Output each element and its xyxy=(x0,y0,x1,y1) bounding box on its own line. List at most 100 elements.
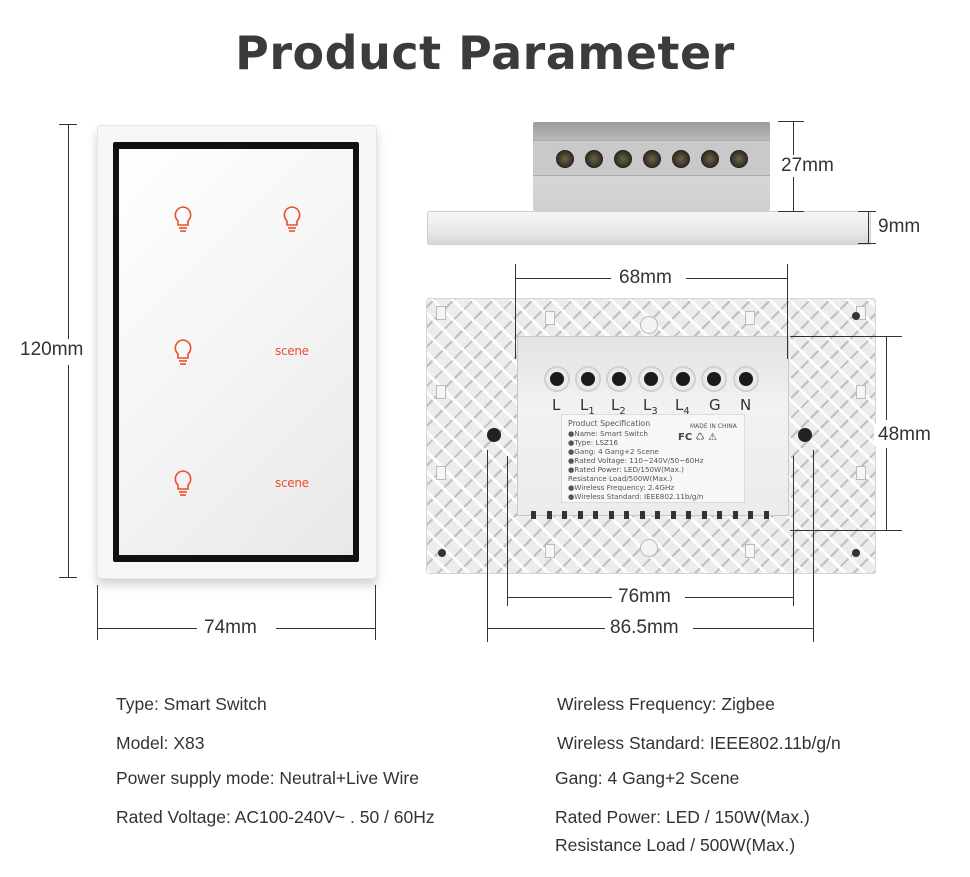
dim-line xyxy=(68,365,69,577)
dim-box-width-label: 68mm xyxy=(615,267,676,289)
vent-slot xyxy=(686,511,691,519)
dim-height-label: 120mm xyxy=(16,339,88,361)
dim-line xyxy=(886,448,887,530)
screw-icon xyxy=(672,150,690,168)
spec-gang: Gang: 4 Gang+2 Scene xyxy=(555,768,740,788)
terminal-screw-icon xyxy=(638,366,664,392)
dim-tick xyxy=(778,211,804,212)
vent-slot xyxy=(624,511,629,519)
terminal-screw-icon xyxy=(575,366,601,392)
sticker-line: ●Rated Power: LED/150W(Max.) xyxy=(568,465,684,474)
dim-box-height-label: 48mm xyxy=(874,424,935,446)
vent-slot xyxy=(701,511,707,519)
dim-tick xyxy=(813,450,814,642)
screw-icon xyxy=(701,150,719,168)
plate-hole xyxy=(438,549,446,557)
vent-slot xyxy=(531,511,536,519)
dim-line xyxy=(868,211,869,243)
vent-slot xyxy=(577,511,583,519)
vent-slot xyxy=(717,511,722,519)
dim-line xyxy=(686,278,787,279)
page-title: Product Parameter xyxy=(235,26,735,80)
terminal-label: L3 xyxy=(643,396,658,417)
terminal-label: G xyxy=(709,396,721,414)
sticker-line: Resistance Load/500W(Max.) xyxy=(568,474,673,483)
vent-slot xyxy=(655,511,660,519)
spec-sticker xyxy=(561,414,745,503)
switch-glass-panel xyxy=(119,149,353,555)
screw-icon xyxy=(585,150,603,168)
dim-line xyxy=(487,628,605,629)
dim-tick xyxy=(790,530,902,531)
terminal-label: N xyxy=(740,396,752,414)
screw-hole xyxy=(487,428,501,442)
mount-slot xyxy=(856,466,866,480)
dim-line xyxy=(693,628,813,629)
vent-slot xyxy=(608,511,614,519)
spec-wireless-frequency: Wireless Frequency: Zigbee xyxy=(557,694,775,714)
dim-tick xyxy=(507,456,508,606)
spec-resistance-load: Resistance Load / 500W(Max.) xyxy=(555,835,796,855)
screw-icon xyxy=(556,150,574,168)
dim-tick xyxy=(778,121,804,122)
vent-slot xyxy=(748,511,753,519)
screw-icon xyxy=(643,150,661,168)
spec-power-supply: Power supply mode: Neutral+Live Wire xyxy=(116,768,419,788)
plate-hole xyxy=(852,549,860,557)
bulb-icon xyxy=(174,206,192,232)
terminal-screw-icon xyxy=(670,366,696,392)
spec-rated-power: Rated Power: LED / 150W(Max.) xyxy=(555,807,810,827)
plate-hole xyxy=(852,312,860,320)
sticker-made-in: MADE IN CHINA xyxy=(690,423,737,430)
scene-button-label: scene xyxy=(275,344,309,358)
sticker-line: ●Rated Voltage: 110~240V/50~60Hz xyxy=(568,456,704,465)
scene-button-label: scene xyxy=(275,476,309,490)
dim-tick xyxy=(515,264,516,359)
dim-line xyxy=(685,597,793,598)
dim-tick xyxy=(790,336,902,337)
terminal-screw-icon xyxy=(733,366,759,392)
dim-tick xyxy=(487,450,488,642)
terminal-screw-icon xyxy=(544,366,570,392)
dim-depth-label: 27mm xyxy=(777,155,838,177)
dim-tick xyxy=(793,456,794,606)
vent-slot xyxy=(562,511,567,519)
screw-hole xyxy=(798,428,812,442)
vent-slot xyxy=(593,511,598,519)
mount-slot xyxy=(436,466,446,480)
dim-tick xyxy=(858,211,876,212)
mount-slot xyxy=(856,385,866,399)
plate-boss xyxy=(640,316,658,334)
vent-slot xyxy=(639,511,645,519)
dim-width-label: 74mm xyxy=(200,617,261,639)
bulb-icon xyxy=(174,339,192,365)
screw-icon xyxy=(614,150,632,168)
mount-slot xyxy=(436,306,446,320)
mount-slot xyxy=(745,311,755,325)
sticker-line: ●Type: LSZ16 xyxy=(568,438,619,447)
vent-slot xyxy=(732,511,738,519)
spec-rated-voltage: Rated Voltage: AC100-240V~ . 50 / 60Hz xyxy=(116,807,435,827)
sticker-line: ●Gang: 4 Gang+2 Scene xyxy=(568,447,659,456)
bulb-icon xyxy=(174,470,192,496)
dim-line xyxy=(68,124,69,339)
dim-line xyxy=(97,628,197,629)
mount-slot xyxy=(745,544,755,558)
cert-icons: FC ♺ ⚠ xyxy=(678,432,718,443)
mount-slot xyxy=(545,544,555,558)
dim-thickness-label: 9mm xyxy=(874,216,925,238)
dim-line xyxy=(515,278,611,279)
mount-slot xyxy=(436,385,446,399)
bulb-icon xyxy=(283,206,301,232)
dim-tick xyxy=(375,585,376,640)
vent-slot xyxy=(670,511,676,519)
dim-tick xyxy=(97,585,98,640)
sticker-line: ●Name: Smart Switch xyxy=(568,429,648,438)
sticker-heading: Product Specification xyxy=(568,419,651,428)
terminal-label: L1 xyxy=(580,396,595,417)
terminal-screw-icon xyxy=(606,366,632,392)
dim-line xyxy=(276,628,375,629)
dim-tick xyxy=(787,264,788,359)
screw-icon xyxy=(730,150,748,168)
dim-tick xyxy=(858,243,876,244)
